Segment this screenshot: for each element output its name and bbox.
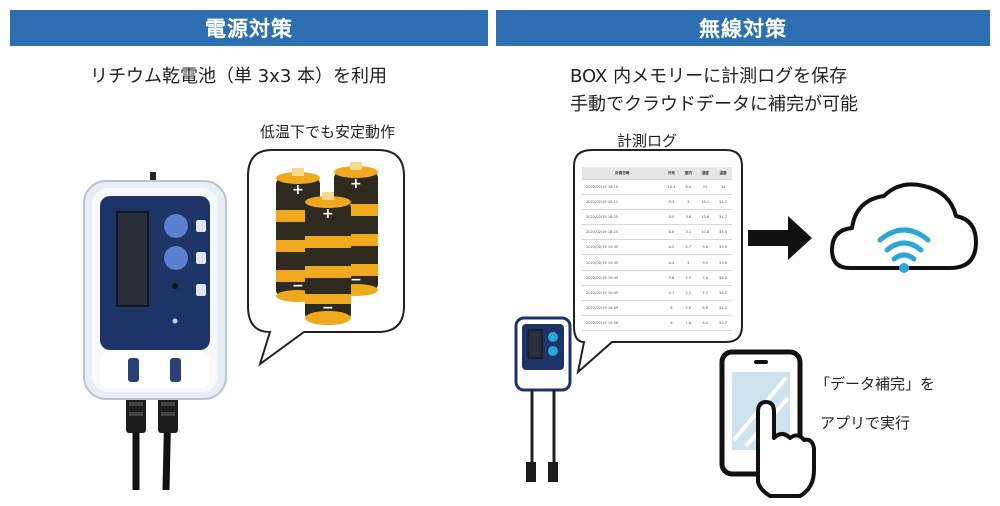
log-table-cell: 34.5 — [714, 194, 732, 210]
log-table-cell: 8.4 — [680, 179, 697, 195]
log-table-cell: 2022/02/19 18:10 — [582, 179, 663, 195]
smartphone-tap-icon — [719, 349, 816, 498]
log-table-cell: 8.2 — [662, 239, 681, 256]
log-table-cell: 5.8 — [662, 270, 681, 286]
log-table-cell: 2022/02/19 19:30 — [582, 239, 663, 256]
log-table-cell: 2.2 — [680, 285, 697, 302]
battery-plus-sign: + — [322, 206, 334, 222]
battery-minus-sign: − — [350, 272, 362, 288]
log-table-cell: 2022/02/19 18:11 — [582, 194, 663, 210]
log-table-cell: 34.2 — [714, 270, 732, 286]
log-table-cell: 3 — [680, 254, 697, 271]
log-table-cell: 34.5 — [714, 285, 732, 302]
logger-device — [83, 172, 227, 400]
low-temp-caption: 低温下でも安定動作 — [260, 123, 396, 141]
log-table-cell: 7.8 — [696, 270, 715, 286]
log-table-cell: 6 — [662, 300, 681, 317]
log-table-cell: 33.7 — [714, 315, 732, 332]
log-table-cell: 2022/02/19 19:45 — [582, 285, 663, 302]
log-table-cell: 2022/02/19 19:49 — [582, 270, 663, 286]
log-table-cell: 33.8 — [714, 254, 732, 271]
log-table-cell: 8.8 — [662, 224, 681, 241]
log-table-cell: 2022/02/19 19:56 — [582, 315, 663, 332]
log-table-cell: 33.9 — [714, 239, 732, 256]
log-table-cell: 2022/02/19 18:25 — [582, 209, 663, 226]
wireless-section-banner: 無線対策 — [496, 10, 990, 46]
log-table-cell: 34 — [714, 179, 732, 195]
log-table-cell: 10.8 — [696, 224, 715, 241]
log-table-cell: 8.4 — [662, 254, 681, 271]
cloud-wifi-icon — [830, 182, 978, 273]
log-table-cell: 1.8 — [680, 315, 697, 332]
battery-icon — [276, 162, 378, 325]
log-table-cell: 8.5 — [662, 209, 681, 226]
log-table-cell: 2022/02/19 19:35 — [582, 254, 663, 271]
battery-plus-sign: + — [292, 182, 304, 198]
log-header-cell: 計測日時 — [582, 167, 663, 180]
memory-description: BOX 内メモリーに計測ログを保存 — [570, 66, 848, 87]
log-table-cell: 2.5 — [680, 270, 697, 286]
log-header-cell: 室内 — [680, 167, 697, 180]
log-table-cell: 2022/02/19 18:25 — [582, 224, 663, 241]
log-header-cell: 温度 — [714, 167, 732, 180]
log-table-cell: 34.4 — [714, 224, 732, 241]
sensor-probe-icon — [514, 316, 572, 482]
log-header-cell: 湿度 — [696, 167, 715, 180]
log-table-cell: 3.1 — [680, 224, 697, 241]
battery-plus-sign: + — [350, 176, 362, 192]
power-section-banner: 電源対策 — [10, 10, 488, 46]
log-table-cell: 7.7 — [696, 285, 715, 302]
log-table-cell: 9.5 — [696, 254, 715, 271]
cable-icon — [126, 395, 178, 491]
log-table-cell: 34.5 — [714, 300, 732, 317]
battery-minus-sign: − — [322, 300, 334, 316]
log-table-cell: 22 — [696, 179, 715, 195]
log-table-cell: 3 — [680, 194, 697, 210]
battery-minus-sign: − — [292, 278, 304, 294]
log-header-cell: 外気 — [662, 167, 681, 180]
log-table-cell: 10.3 — [662, 179, 681, 195]
log-caption: 計測ログ — [617, 132, 678, 150]
log-table-cell: 34.7 — [714, 209, 732, 226]
log-table-cell: 5.7 — [662, 285, 681, 302]
log-table-cell: 6 — [662, 315, 681, 332]
battery-description: リチウム乾電池（単 3x3 本）を利用 — [90, 66, 387, 87]
log-table-cell: 6.8 — [696, 300, 715, 317]
log-table-header: 計測日時 外気 室内 湿度 温度 — [582, 167, 732, 180]
arrow-right-icon — [748, 216, 812, 260]
log-table-cell: 6.2 — [696, 315, 715, 332]
log-table-cell: 2022/02/19 19:59 — [582, 300, 663, 317]
log-table-cell: 16.1 — [696, 194, 715, 210]
log-table-cell: 3.6 — [680, 209, 697, 226]
data-supplement-instruction: 「データ補完」を — [815, 375, 936, 393]
log-table-cell: 8.3 — [662, 194, 681, 210]
log-table-cell: 13.6 — [696, 209, 715, 226]
cloud-supplement-description: 手動でクラウドデータに補完が可能 — [570, 94, 858, 115]
log-table-cell: 9.8 — [696, 239, 715, 256]
app-execution-instruction: アプリで実行 — [820, 414, 911, 432]
log-table-cell: 2.6 — [680, 300, 697, 317]
log-table-cell: 2.7 — [680, 239, 697, 256]
